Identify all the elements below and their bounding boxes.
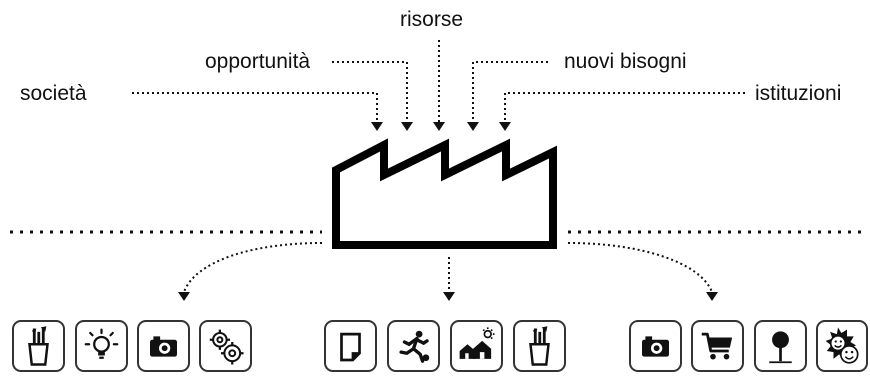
tile-brushes-cup — [12, 320, 65, 372]
tile-document — [324, 320, 377, 372]
tile-lightbulb — [75, 320, 128, 372]
tile-smiley-faces — [816, 320, 868, 372]
output-connectors — [178, 242, 718, 301]
arrow-output-left — [178, 292, 190, 301]
arrow-output-center — [443, 292, 455, 301]
input-connectors — [132, 40, 745, 131]
factory-icon — [332, 138, 557, 249]
arrow-nuovi-bisogni — [467, 122, 479, 131]
icon-group-1 — [12, 320, 252, 372]
document-icon — [340, 332, 361, 362]
connector-output-right — [567, 242, 713, 293]
label-opportunita: opportunità — [205, 50, 310, 73]
connector-nuovi-bisogni — [472, 61, 548, 122]
tile-running-person — [387, 320, 440, 372]
arrow-opportunita — [401, 122, 413, 131]
tile-camera-2 — [629, 320, 682, 372]
tile-shopping-cart — [691, 320, 744, 372]
label-istituzioni: istituzioni — [755, 82, 841, 105]
connector-istituzioni — [504, 92, 745, 122]
label-societa: società — [20, 82, 87, 105]
icon-group-3 — [629, 320, 868, 372]
connector-societa — [132, 92, 378, 122]
tile-map-pin — [754, 320, 807, 372]
label-risorse: risorse — [400, 8, 463, 31]
arrow-societa — [371, 122, 383, 131]
arrow-istituzioni — [499, 122, 511, 131]
arrow-output-right — [706, 292, 718, 301]
arrow-risorse — [433, 122, 445, 131]
connector-opportunita — [332, 61, 408, 122]
label-nuovi-bisogni: nuovi bisogni — [564, 50, 687, 73]
tile-brushes-cup-2 — [513, 320, 566, 372]
icon-group-2 — [324, 320, 566, 372]
tile-houses-sun — [450, 320, 503, 372]
connector-output-left — [183, 242, 323, 293]
tile-gears — [199, 320, 252, 372]
tile-camera — [137, 320, 190, 372]
